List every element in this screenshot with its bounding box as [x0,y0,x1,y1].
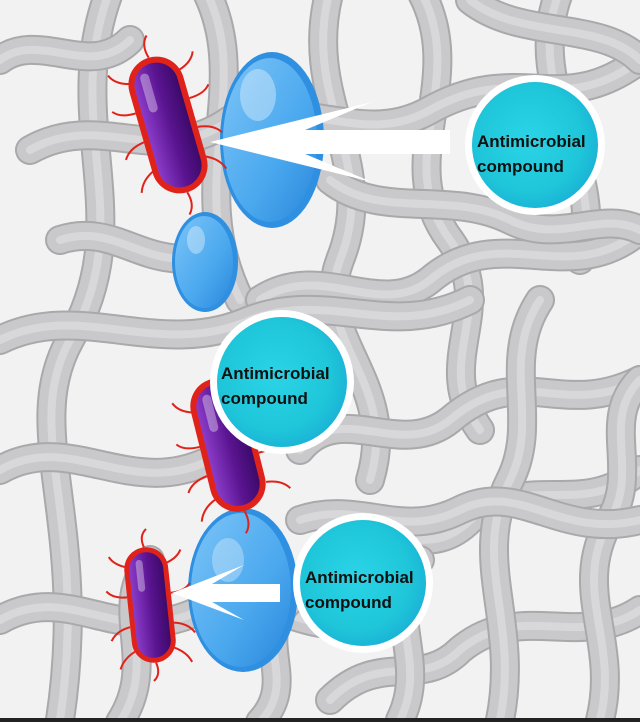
compound-label-line1: Antimicrobial [221,364,330,383]
fiber-highlight [0,36,134,64]
compound-circle-middle: Antimicrobial compound [210,310,354,454]
fiber-highlight [319,0,380,484]
fiber-highlight [466,0,640,64]
fiber-highlight [296,376,640,454]
bacterium-top [107,34,228,216]
compound-label-line1: Antimicrobial [477,132,586,151]
bottom-border [0,718,640,722]
arrow-bottom [172,565,280,620]
compound-label-line2: compound [477,157,564,176]
compound-label-line1: Antimicrobial [305,568,414,587]
fiber-highlight [420,0,484,434]
compound-circle-bottom: Antimicrobial compound [293,513,433,653]
compound-label-line2: compound [221,389,308,408]
compound-circle-top-right: Antimicrobial compound [465,75,605,215]
droplet-small [172,212,238,312]
fiber-highlight [256,226,640,304]
arrow-top [210,102,450,182]
bacterium-bottom [105,528,196,682]
arrows [172,102,450,620]
fiber-highlight [326,176,640,234]
compound-label-line2: compound [305,593,392,612]
fiber-highlight [0,453,214,477]
compound-circles: Antimicrobial compound Antimicrobial com… [210,75,605,653]
fiber-highlight [489,296,544,722]
fiber-highlight [26,116,234,154]
